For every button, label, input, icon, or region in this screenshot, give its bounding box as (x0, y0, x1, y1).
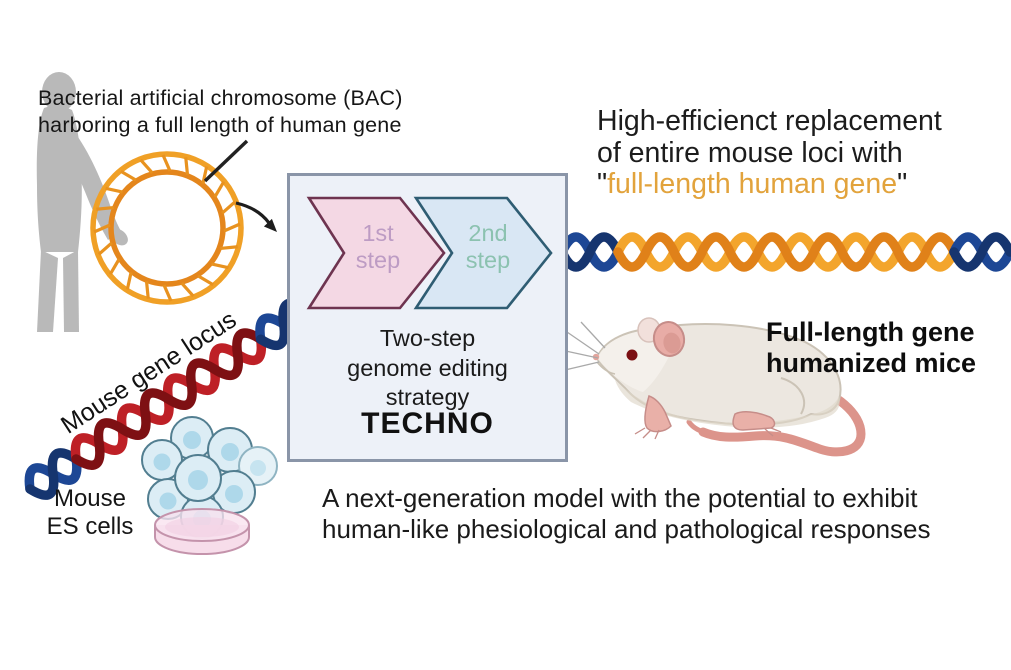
petri-dish-icon (154, 508, 250, 555)
helix-strand (949, 232, 1011, 272)
step1-line2: step (355, 247, 401, 273)
es-cells-label-line1: Mouse (53, 485, 127, 512)
result-heading-line1: High-efficienct replacement (597, 105, 942, 137)
step2-line2: step (465, 247, 511, 273)
quote-open: " (597, 168, 608, 200)
strategy-caption: Two-step genome editing strategy (290, 324, 565, 413)
bac-plasmid-icon (90, 151, 244, 305)
strategy-caption-line1: Two-step (379, 325, 476, 351)
quote-close: " (897, 168, 908, 200)
step2-chevron (413, 196, 553, 310)
helix-strand (25, 448, 81, 500)
human-dna-helix-icon (557, 232, 1011, 272)
result-heading: High-efficienct replacement of entire mo… (597, 105, 942, 201)
strategy-caption-line3: strategy (385, 384, 470, 410)
bac-caption-line1: Bacterial artificial chromosome (BAC) (38, 86, 403, 110)
step1-line1: 1st (362, 220, 394, 246)
helix-strand (71, 328, 266, 470)
mice-label: Full-length gene humanized mice (766, 317, 976, 378)
es-cells-icon (141, 416, 278, 555)
result-heading-line3: "full-length human gene" (597, 168, 942, 201)
bottom-caption-line2: human-like phesiological and pathologica… (322, 513, 931, 544)
curved-arrow-icon (235, 201, 277, 232)
pointer-line-icon (203, 139, 249, 183)
helix-strand (557, 232, 623, 272)
bac-caption: Bacterial artificial chromosome (BAC) ha… (38, 85, 403, 138)
result-heading-highlight: full-length human gene (607, 168, 898, 200)
es-cells-label: Mouse ES cells (28, 485, 152, 541)
strategy-box: 1st step 2nd step Two-step genome editin… (287, 173, 568, 462)
bottom-caption: A next-generation model with the potenti… (322, 483, 931, 544)
result-heading-line2: of entire mouse loci with (597, 136, 903, 169)
es-cells-label-line2: ES cells (46, 513, 134, 540)
helix-strand (613, 232, 959, 272)
strategy-caption-line2: genome editing (347, 354, 508, 381)
method-name: TECHNO (361, 407, 494, 440)
bottom-caption-line1: A next-generation model with the potenti… (322, 483, 918, 513)
step-chevrons (306, 196, 553, 310)
mice-label-line2: humanized mice (766, 347, 977, 378)
human-silhouette-icon (36, 72, 128, 332)
step2-label: 2nd step (438, 220, 538, 274)
mice-label-line1: Full-length gene (766, 317, 975, 347)
step1-label: 1st step (328, 220, 428, 274)
mouse-icon (560, 317, 866, 457)
bac-caption-line2: harboring a full length of human gene (38, 112, 402, 137)
mouse-dna-helix-icon (24, 298, 313, 500)
step1-chevron (306, 196, 446, 310)
step2-line1: 2nd (468, 220, 508, 246)
